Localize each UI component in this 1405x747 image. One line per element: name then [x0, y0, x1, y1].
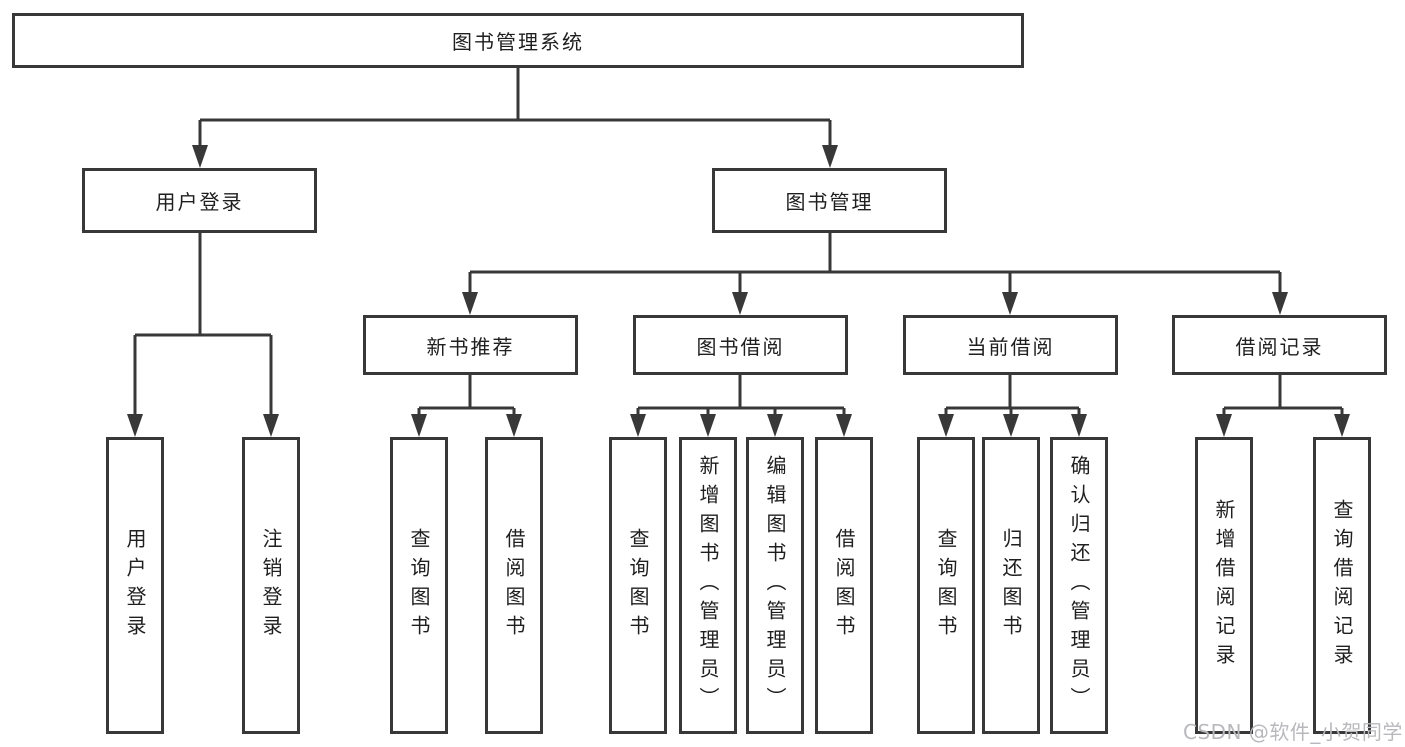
- node-label: 新增借阅记录: [1212, 498, 1236, 673]
- node-label: 用户登录: [155, 190, 244, 214]
- node-book-management: 图书管理: [712, 168, 947, 233]
- connector-bookborrow-to-leaves: [636, 375, 846, 419]
- leaf-logout: 注销登录: [242, 437, 300, 734]
- node-label: 查询借阅记录: [1330, 498, 1354, 673]
- connector-currentborrow-to-leaves: [944, 375, 1081, 419]
- node-label: 借阅图书: [832, 527, 856, 644]
- leaf-add-borrow-record: 新增借阅记录: [1195, 437, 1253, 734]
- node-library-management-system: 图书管理系统: [12, 13, 1024, 68]
- node-label: 当前借阅: [966, 334, 1055, 359]
- node-label: 借阅记录: [1235, 334, 1324, 359]
- arrowheads: [127, 145, 1350, 437]
- leaf-add-book-admin: 新增图书（管理员）: [679, 437, 737, 734]
- node-label: 查询图书: [626, 527, 650, 644]
- node-label: 查询图书: [407, 527, 431, 644]
- watermark: CSDN @软件_小贺同学: [1183, 720, 1403, 744]
- node-label: 用户登录: [123, 527, 147, 644]
- node-label: 归还图书: [999, 527, 1023, 644]
- leaf-query-books-recommend: 查询图书: [390, 437, 448, 734]
- node-label: 新增图书（管理员）: [696, 455, 720, 716]
- node-user-login: 用户登录: [82, 168, 317, 233]
- leaf-confirm-return-admin: 确认归还（管理员）: [1050, 437, 1108, 734]
- node-label: 注销登录: [259, 527, 283, 644]
- leaf-borrow-books-recommend: 借阅图书: [485, 437, 543, 734]
- connector-bookmgmt-to-level3: [468, 233, 1282, 297]
- connector-newbook-to-leaves: [417, 375, 516, 419]
- node-label: 借阅图书: [502, 527, 526, 644]
- node-label: 图书管理系统: [452, 30, 584, 54]
- node-label: 新书推荐: [426, 334, 515, 359]
- node-current-borrowing: 当前借阅: [903, 315, 1118, 375]
- node-label: 图书管理: [785, 190, 874, 214]
- leaf-user-login: 用户登录: [106, 437, 164, 734]
- node-book-borrowing: 图书借阅: [633, 315, 848, 375]
- node-borrowing-records: 借阅记录: [1172, 315, 1387, 375]
- leaf-query-borrow-record: 查询借阅记录: [1313, 437, 1371, 734]
- connector-borrowrecord-to-leaves: [1222, 375, 1344, 419]
- connector-root-to-level2: [198, 68, 832, 150]
- node-label: 确认归还（管理员）: [1067, 455, 1091, 716]
- node-label: 查询图书: [934, 527, 958, 644]
- node-new-book-recommendation: 新书推荐: [363, 315, 578, 375]
- node-label: 图书借阅: [696, 334, 785, 359]
- leaf-return-book: 归还图书: [982, 437, 1040, 734]
- connector-userlogin-to-leaves: [133, 233, 273, 419]
- leaf-edit-book-admin: 编辑图书（管理员）: [746, 437, 804, 734]
- node-label: 编辑图书（管理员）: [763, 455, 787, 716]
- leaf-query-books-borrow: 查询图书: [609, 437, 667, 734]
- leaf-borrow-books: 借阅图书: [815, 437, 873, 734]
- leaf-query-books-current: 查询图书: [917, 437, 975, 734]
